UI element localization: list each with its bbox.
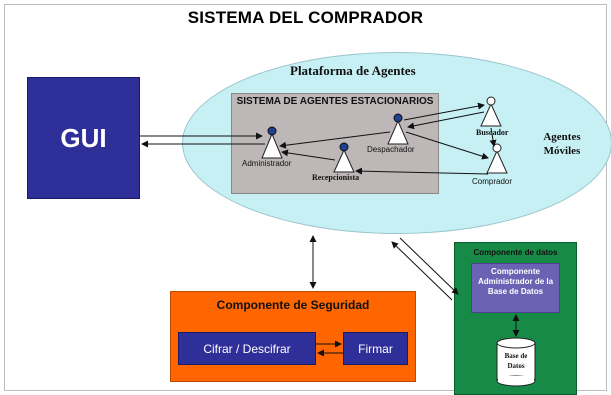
gui-label: GUI	[60, 122, 107, 153]
agent-buscador-label: Buscador	[476, 128, 509, 137]
sign-box: Firmar	[343, 332, 408, 365]
mobile-agents-label: Agentes Móviles	[543, 131, 581, 157]
recepcionista-to-administrador-arrow	[281, 149, 336, 161]
agent-comprador-icon	[486, 143, 508, 174]
gui-box: GUI	[27, 77, 140, 199]
despachador-to-comprador-arrow	[405, 131, 489, 160]
platform-title: Plataforma de Agentes	[290, 63, 416, 78]
buscador-to-comprador-arrow	[489, 127, 497, 147]
platform-to-data-arrow	[399, 237, 459, 295]
data-component-title: Componente de datos	[473, 248, 558, 257]
comprador-to-recepcionista-arrow	[355, 167, 489, 175]
database-label: Base de Datos	[504, 352, 528, 370]
agent-administrador-icon	[261, 126, 283, 159]
agent-recepcionista-label: Recepcionista	[312, 173, 360, 182]
agent-comprador-label: Comprador	[472, 177, 513, 186]
agent-despachador-icon	[387, 113, 409, 145]
stationary-agents-title: SISTEMA DE AGENTES ESTACIONARIOS	[236, 96, 434, 107]
diagram-frame	[4, 4, 607, 391]
encrypt-decrypt-box: Cifrar / Descifrar	[178, 332, 316, 365]
security-component-title: Componente de Seguridad	[216, 298, 370, 312]
agent-buscador-icon	[480, 96, 502, 127]
despachador-to-buscador-arrow	[403, 102, 485, 121]
db-admin-component: Componente Administrador de la Base de D…	[471, 263, 560, 313]
diagram-title: SISTEMA DEL COMPRADOR	[187, 8, 424, 27]
buscador-to-despachador-arrow	[407, 111, 485, 130]
database-cylinder-icon	[496, 337, 536, 387]
despachador-to-administrador-arrow	[279, 131, 391, 149]
agent-despachador-label: Despachador	[367, 145, 415, 154]
agent-administrador-label: Administrador	[242, 159, 292, 168]
agent-recepcionista-icon	[333, 142, 355, 173]
data-to-platform-arrow	[391, 241, 453, 301]
